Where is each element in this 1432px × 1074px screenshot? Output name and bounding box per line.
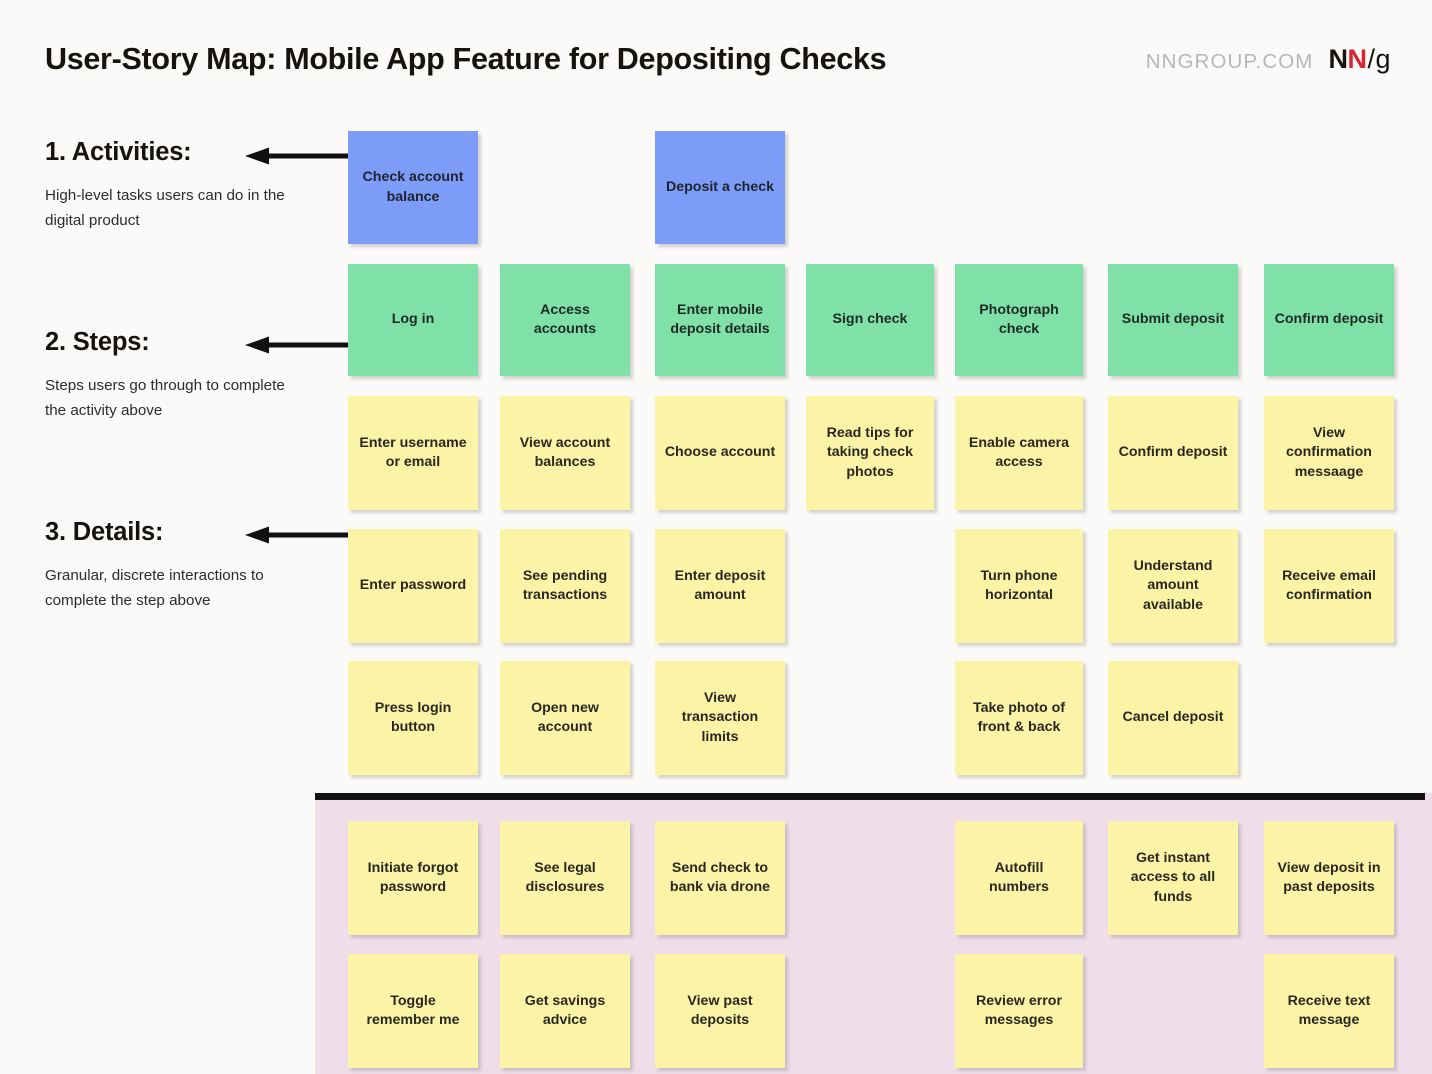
cut-line-divider	[315, 793, 1425, 800]
step-card[interactable]: Access accounts	[500, 264, 630, 376]
detail-card[interactable]: Enable camera access	[955, 396, 1083, 510]
legend-activities: 1. Activities: High-level tasks users ca…	[45, 138, 290, 233]
card-label: Get savings advice	[524, 992, 606, 1029]
logo-letter-g: g	[1375, 44, 1390, 74]
detail-card[interactable]: Receive email confirmation	[1264, 529, 1394, 643]
card-label: Enter deposit amount	[674, 567, 766, 604]
card-label: Enter password	[359, 577, 467, 594]
card-label: Cancel deposit	[1122, 709, 1224, 726]
logo-letter-n-red: N	[1347, 44, 1367, 74]
card-label: View transaction limits	[681, 689, 759, 745]
card-label: Enable camera access	[968, 434, 1070, 471]
step-card[interactable]: Sign check	[806, 264, 934, 376]
arrow-to-activities-icon	[245, 147, 355, 165]
detail-card[interactable]: Confirm deposit	[1108, 396, 1238, 510]
below-line-card[interactable]: Send check to bank via drone	[655, 821, 785, 935]
detail-card[interactable]: Turn phone horizontal	[955, 529, 1083, 643]
card-label: Choose account	[664, 444, 776, 461]
below-line-card[interactable]: Toggle remember me	[348, 954, 478, 1068]
below-line-card[interactable]: Initiate forgot password	[348, 821, 478, 935]
below-line-card[interactable]: View past deposits	[655, 954, 785, 1068]
card-label: Enter mobile deposit details	[670, 301, 770, 338]
logo-letter-n-black: N	[1328, 44, 1348, 74]
activity-card[interactable]: Check account balance	[348, 131, 478, 244]
detail-card[interactable]: View account balances	[500, 396, 630, 510]
legend-steps: 2. Steps: Steps users go through to comp…	[45, 328, 290, 423]
below-line-card[interactable]: Review error messages	[955, 954, 1083, 1068]
card-label: Get instant access to all funds	[1130, 849, 1216, 905]
card-label: Review error messages	[976, 992, 1062, 1029]
legend-title-details: 3. Details:	[45, 518, 164, 546]
detail-card[interactable]: Read tips for taking check photos	[806, 396, 934, 510]
below-line-card[interactable]: Get instant access to all funds	[1108, 821, 1238, 935]
card-label: View past deposits	[687, 992, 753, 1029]
card-label: Photograph check	[979, 301, 1059, 338]
legend-details: 3. Details: Granular, discrete interacti…	[45, 518, 290, 613]
legend-desc-details: Granular, discrete interactions to compl…	[45, 567, 264, 609]
detail-card[interactable]: Cancel deposit	[1108, 661, 1238, 775]
card-label: Access accounts	[533, 301, 597, 338]
card-label: View deposit in past deposits	[1277, 859, 1381, 896]
card-label: View confirmation messaage	[1286, 424, 1372, 480]
card-label: Submit deposit	[1121, 311, 1225, 328]
card-label: Take photo of front & back	[973, 699, 1065, 736]
legend-title-activities: 1. Activities:	[45, 138, 192, 166]
detail-card[interactable]: Press login button	[348, 661, 478, 775]
card-label: Check account balance	[362, 169, 464, 205]
logo-slash: /	[1367, 44, 1375, 74]
legend-desc-steps: Steps users go through to complete the a…	[45, 377, 285, 419]
card-label: Toggle remember me	[366, 992, 460, 1029]
card-label: Understand amount available	[1133, 557, 1213, 613]
step-card[interactable]: Enter mobile deposit details	[655, 264, 785, 376]
below-line-card[interactable]: View deposit in past deposits	[1264, 821, 1394, 935]
detail-card[interactable]: See pending transactions	[500, 529, 630, 643]
below-line-card[interactable]: Receive text message	[1264, 954, 1394, 1068]
detail-card[interactable]: Open new account	[500, 661, 630, 775]
step-card[interactable]: Confirm deposit	[1264, 264, 1394, 376]
detail-card[interactable]: Choose account	[655, 396, 785, 510]
detail-card[interactable]: Understand amount available	[1108, 529, 1238, 643]
card-label: Log in	[391, 311, 435, 328]
card-label: See legal disclosures	[525, 859, 605, 896]
detail-card[interactable]: Enter password	[348, 529, 478, 643]
step-card[interactable]: Submit deposit	[1108, 264, 1238, 376]
card-label: Turn phone horizontal	[980, 567, 1058, 604]
card-label: Autofill numbers	[989, 859, 1049, 896]
card-label: Confirm deposit	[1274, 311, 1384, 328]
card-label: Read tips for taking check photos	[826, 424, 914, 480]
card-label: See pending transactions	[522, 567, 608, 604]
card-label: Enter username or email	[359, 434, 467, 471]
below-line-card[interactable]: Get savings advice	[500, 954, 630, 1068]
detail-card[interactable]: Enter deposit amount	[655, 529, 785, 643]
card-label: Confirm deposit	[1118, 444, 1228, 461]
detail-card[interactable]: Take photo of front & back	[955, 661, 1083, 775]
step-card[interactable]: Log in	[348, 264, 478, 376]
card-label: Receive text message	[1287, 992, 1371, 1029]
arrow-to-details-icon	[245, 526, 355, 544]
card-label: Send check to bank via drone	[669, 859, 771, 896]
legend-title-steps: 2. Steps:	[45, 328, 150, 356]
detail-card[interactable]: View transaction limits	[655, 661, 785, 775]
card-label: Sign check	[832, 311, 908, 328]
card-label: View account balances	[519, 434, 611, 471]
card-label: Initiate forgot password	[367, 859, 459, 896]
legend-desc-activities: High-level tasks users can do in the dig…	[45, 187, 285, 229]
detail-card[interactable]: Enter username or email	[348, 396, 478, 510]
arrow-to-steps-icon	[245, 336, 355, 354]
card-label: Receive email confirmation	[1282, 567, 1376, 604]
step-card[interactable]: Photograph check	[955, 264, 1083, 376]
brand-url: NNGROUP.COM	[1145, 50, 1314, 73]
detail-card[interactable]: View confirmation messaage	[1264, 396, 1394, 510]
page-title: User-Story Map: Mobile App Feature for D…	[45, 42, 887, 76]
below-line-card[interactable]: Autofill numbers	[955, 821, 1083, 935]
below-line-card[interactable]: See legal disclosures	[500, 821, 630, 935]
activity-card[interactable]: Deposit a check	[655, 131, 785, 244]
card-label: Open new account	[531, 699, 599, 736]
card-label: Deposit a check	[665, 178, 775, 195]
card-label: Press login button	[374, 699, 452, 736]
